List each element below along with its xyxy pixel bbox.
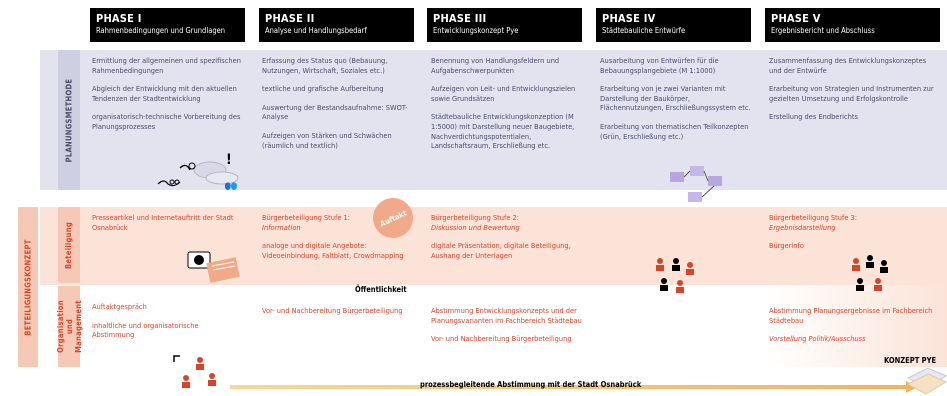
arrow-label: prozessbegleitende Abstimmung mit der St… [420, 380, 642, 389]
bet-body: Bürgerinfo [769, 241, 804, 251]
phase-5-header: PHASE V Ergebnisbericht und Abschluss [765, 8, 940, 42]
concept-map-icon [670, 166, 722, 202]
org-phase-1: Auftaktgespräch inhaltliche und organisa… [92, 302, 242, 349]
organisation-band [40, 285, 947, 367]
phase-title: PHASE IV [602, 12, 656, 25]
pm-phase-2: Erfassung des Status quo (Bebauung, Nutz… [262, 56, 414, 159]
phase-1-header: PHASE I Rahmenbedingungen und Grundlagen [90, 8, 245, 42]
phase-subtitle: Städtebauliche Entwürfe [602, 26, 686, 35]
pm-phase-3: Benennung von Handlungsfeldern und Aufga… [431, 56, 586, 160]
phase-title: PHASE I [96, 12, 142, 25]
org-phase-5: Abstimmung Planungsergebnisse im Fachber… [769, 306, 939, 353]
org-text: Auftaktgespräch [92, 302, 147, 311]
bet-phase-2: Bürgerbeteiligung Stufe 1: Information a… [262, 213, 412, 260]
bet-body: digitale Präsentation, digitale Beteilig… [431, 241, 571, 260]
beteiligungskonzept-text: BETEILIGUNGSKONZEPT [23, 238, 33, 336]
bet-subtitle: Diskussion und Bewertung [431, 222, 520, 232]
org-text: Abstimmung Planungsergebnisse im Fachber… [769, 306, 933, 325]
org-text: inhaltliche und organisatorische Abstimm… [92, 320, 199, 340]
auftakt-text: Auftakt [378, 207, 408, 229]
planungsmethode-text: PLANUNGSMETHODE [64, 78, 74, 162]
phase-subtitle: Rahmenbedingungen und Grundlagen [96, 26, 226, 35]
phase-subtitle: Entwicklungskonzept Pye [433, 26, 519, 35]
participants-icon [852, 255, 888, 291]
pm-text: Erfassung des Status quo (Bebauung, Nutz… [262, 56, 388, 75]
beteiligungskonzept-label: BETEILIGUNGSKONZEPT [18, 207, 38, 367]
bet-subtitle: Information [262, 222, 301, 232]
pm-text: Abgleich der Entwicklung mit den aktuell… [92, 84, 237, 103]
bet-title: Bürgerbeteiligung Stufe 3: [769, 213, 858, 222]
pm-text: Ermittlung der allgemeinen und spezifisc… [92, 56, 241, 75]
pm-text: Ausarbeitung von Entwürfen für die Bebau… [600, 56, 719, 75]
phase-3-header: PHASE III Entwicklungskonzept Pye [427, 8, 582, 42]
pm-text: Aufzeigen von Leit- und Entwicklungsziel… [431, 84, 576, 103]
org-text: Vor- und Nachbereitung Bürgerbeteiligung [431, 334, 572, 344]
pm-text: Benennung von Handlungsfeldern und Aufga… [431, 56, 560, 75]
beteiligung-label: Beteiligung [58, 207, 80, 283]
camera-newspaper-icon [187, 251, 240, 283]
pm-text: Erarbeitung von thematischen Teilkonzept… [600, 121, 749, 141]
oeffentlichkeit-label: Öffentlichkeit [355, 285, 407, 294]
pm-text: Erstellung des Endberichts [769, 112, 858, 122]
org-phase-2: Vor- und Nachbereitung Bürgerbeteiligung [262, 306, 403, 315]
organisation-text: Organisation und Management [55, 300, 83, 353]
phase-title: PHASE V [771, 12, 821, 25]
pm-text: Erarbeitung von je zwei Varianten mit Da… [600, 84, 751, 113]
organisation-label: Organisation und Management [55, 286, 83, 367]
planungsmethode-label: PLANUNGSMETHODE [58, 50, 80, 190]
bet-phase-5: Bürgerbeteiligung Stufe 3: Ergebnisdarst… [769, 213, 919, 251]
org-phase-3: Abstimmung Entwicklungskonzepts und der … [431, 306, 631, 353]
bet-body: analoge und digitale Angebote: Videoeinb… [262, 241, 404, 260]
document-stack-icon [906, 367, 947, 395]
pm-text: Städtebauliche Entwicklungskonzeption (M… [431, 112, 575, 151]
bet-title: Bürgerbeteiligung Stufe 2: [431, 213, 520, 222]
phase-title: PHASE II [265, 12, 315, 25]
phase-2-header: PHASE II Analyse und Handlungsbedarf [259, 8, 414, 42]
phase-subtitle: Analyse und Handlungsbedarf [265, 26, 367, 35]
pm-phase-4: Ausarbeitung von Entwürfen für die Bebau… [600, 56, 752, 150]
org-text: Abstimmung Entwicklungskonzepts und der … [431, 306, 582, 325]
bet-phase-1: Presseartikel und Internetauftritt der S… [92, 213, 234, 232]
team-icon [173, 355, 216, 388]
planungsmethode-band [40, 50, 947, 190]
phase-title: PHASE III [433, 12, 487, 25]
pm-text: Erarbeitung von Strategien und Instrumen… [769, 84, 934, 103]
pm-text: Zusammenfassung des Entwicklungskonzepte… [769, 56, 927, 75]
beteiligung-text: Beteiligung [64, 221, 74, 269]
pm-text: Aufzeigen von Stärken und Schwächen (räu… [262, 130, 392, 150]
pm-phase-1: Ermittlung der allgemeinen und spezifisc… [92, 56, 244, 141]
pm-text: Auswertung der Bestandsaufnahme: SWOT-An… [262, 102, 408, 122]
svg-text:👥: 👥 [224, 180, 238, 190]
participants-icon [656, 258, 694, 293]
planning-tools-icon: ! 👥 [157, 152, 239, 190]
org-text: Vorstellung Politik/Ausschuss [769, 334, 866, 344]
bet-title: Bürgerbeteiligung Stufe 1: [262, 213, 351, 222]
bet-subtitle: Ergebnisdarstellung [769, 222, 836, 232]
phase-subtitle: Ergebnisbericht und Abschluss [771, 26, 875, 35]
pm-phase-5: Zusammenfassung des Entwicklungskonzepte… [769, 56, 934, 131]
phase-4-header: PHASE IV Städtebauliche Entwürfe [596, 8, 751, 42]
bet-phase-3: Bürgerbeteiligung Stufe 2: Diskussion un… [431, 213, 586, 260]
svg-text:!: ! [226, 152, 232, 168]
pm-text: organisatorisch-technische Vorbereitung … [92, 112, 241, 131]
pm-text: textliche und grafische Aufbereitung [262, 84, 384, 94]
konzept-label: KONZEPT PYE [884, 356, 937, 365]
